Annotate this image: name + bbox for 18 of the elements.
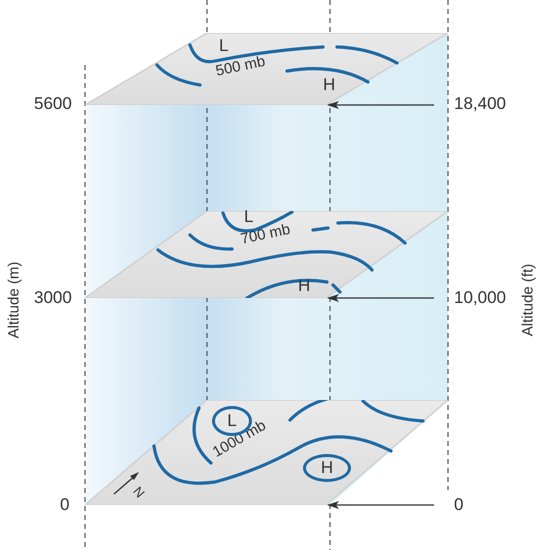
axis-title: Altitude (m) — [6, 262, 22, 338]
altitude-value: 18,400 — [454, 94, 506, 114]
altitude-value: 10,000 — [454, 288, 506, 308]
arrow — [327, 501, 434, 509]
pressure-center-letter: H — [323, 75, 336, 95]
axis-title: Altitude (ft) — [520, 264, 536, 336]
arrow — [327, 294, 434, 302]
north-label: N — [130, 484, 148, 501]
pressure-surface-plane — [85, 400, 448, 505]
altitude-value: 5600 — [34, 94, 72, 114]
altitude-value: 3000 — [34, 288, 72, 308]
arrow — [327, 101, 434, 109]
pressure-surface-plane — [85, 211, 448, 298]
altitude-value: 0 — [454, 495, 464, 515]
altitude-value: 0 — [60, 495, 70, 515]
pressure-center-letter: H — [298, 276, 310, 296]
pressure-center-oval: H — [303, 454, 351, 482]
pressure-surface-plane — [85, 33, 448, 105]
